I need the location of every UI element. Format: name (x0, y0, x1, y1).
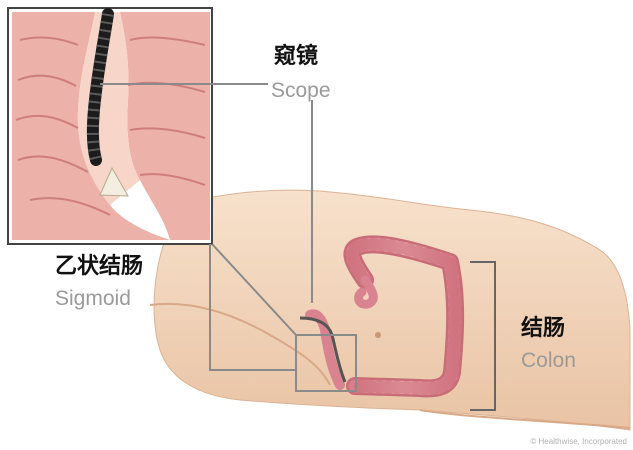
sigmoid-label-zh: 乙状结肠 (55, 256, 143, 278)
copyright-credit: © Healthwise, Incorporated (530, 437, 627, 446)
scope-label-en: Scope (271, 80, 331, 101)
navel (375, 332, 381, 338)
colon-label-en: Colon (521, 350, 576, 371)
sigmoid-label-en: Sigmoid (55, 288, 131, 309)
colon-label-zh: 结肠 (521, 318, 565, 340)
scope-label-zh: 窥镜 (274, 46, 318, 68)
